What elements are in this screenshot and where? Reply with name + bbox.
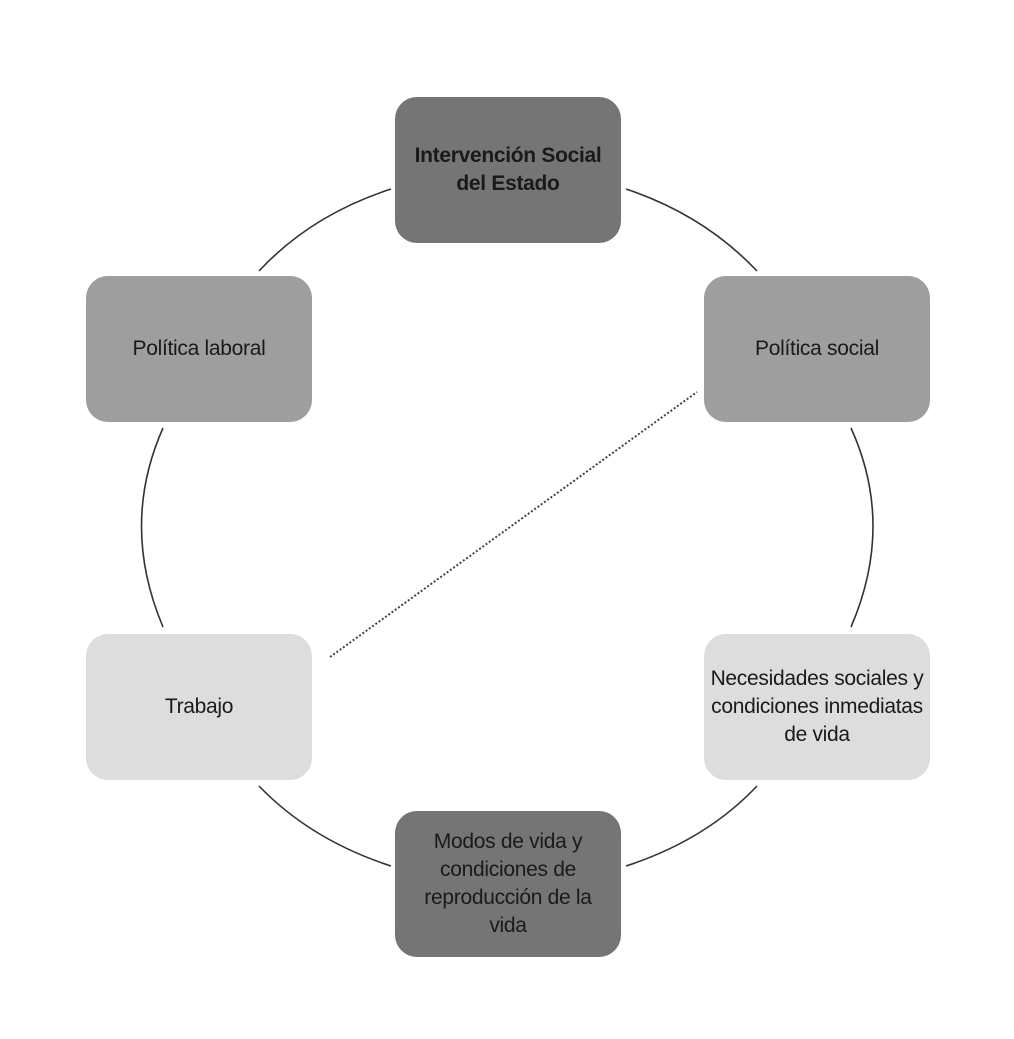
node-modos-de-vida: Modos de vida y condiciones de reproducc…: [395, 811, 621, 957]
node-trabajo: Trabajo: [86, 634, 312, 780]
arc-modos-to-trabajo: [258, 785, 392, 867]
dotted-connector-trabajo-politica-social: [329, 391, 698, 658]
arc-necesidades-to-modos: [625, 785, 758, 867]
arc-politica-social-to-necesidades: [850, 427, 874, 628]
node-label: Intervención Social del Estado: [414, 144, 602, 195]
node-label: Trabajo: [164, 695, 234, 718]
node-label: Modos de vida y condiciones de reproducc…: [424, 830, 592, 937]
node-label: Necesidades sociales y condiciones inmed…: [710, 667, 924, 746]
node-label: Política social: [755, 337, 879, 360]
node-label: Política laboral: [132, 337, 266, 360]
node-politica-laboral: Política laboral: [86, 276, 312, 422]
node-politica-social: Política social: [704, 276, 930, 422]
arc-trabajo-to-politica-laboral: [140, 427, 164, 628]
node-intervencion-social-del-estado: Intervención Social del Estado: [395, 97, 621, 243]
arc-politica-laboral-to-top: [258, 188, 392, 272]
node-necesidades-sociales: Necesidades sociales y condiciones inmed…: [704, 634, 930, 780]
arc-top-to-politica-social: [625, 188, 758, 272]
